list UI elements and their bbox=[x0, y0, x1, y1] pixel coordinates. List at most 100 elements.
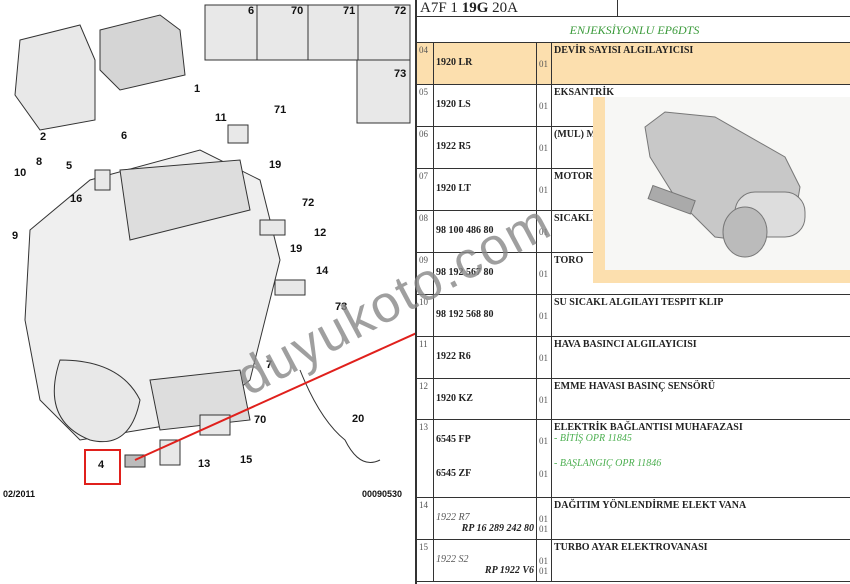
callout-label[interactable]: 2 bbox=[40, 131, 47, 143]
section-title: ENJEKSİYONLU EP6DTS bbox=[417, 18, 850, 43]
part-description: TORO bbox=[554, 255, 584, 266]
desc-cell: MOTOR bbox=[552, 169, 850, 210]
item-number: 14 bbox=[417, 498, 434, 539]
part-description: HAVA BASINCI ALGILAYICISI bbox=[554, 339, 697, 350]
callout-label[interactable]: 7 bbox=[266, 359, 273, 371]
part-number[interactable]: 1920 KZ bbox=[436, 393, 473, 404]
part-cell: 98 100 486 80 bbox=[434, 211, 537, 252]
callout-label[interactable]: 12 bbox=[314, 227, 327, 239]
desc-cell: SU SICAKL ALGILAYI TESPIT KLIP bbox=[552, 295, 850, 336]
quantity: 01 bbox=[539, 514, 548, 524]
part-number[interactable]: 6545 FP bbox=[436, 434, 471, 445]
callout-label[interactable]: 6 bbox=[248, 5, 255, 17]
part-number[interactable]: 1922 R5 bbox=[436, 141, 471, 152]
callout-label[interactable]: 1 bbox=[194, 83, 201, 95]
qty-cell: 01 bbox=[537, 379, 552, 419]
callout-label[interactable]: 9 bbox=[12, 230, 19, 242]
diagram-date: 02/2011 bbox=[3, 489, 36, 499]
part-number[interactable]: RP 16 289 242 80 bbox=[461, 523, 534, 534]
callout-label[interactable]: 14 bbox=[316, 265, 329, 277]
callout-label[interactable]: 20 bbox=[352, 413, 365, 425]
part-number[interactable]: 1920 LR bbox=[436, 57, 473, 68]
qty-cell: 01 bbox=[537, 85, 552, 126]
quantity: 01 bbox=[539, 101, 548, 111]
qty-cell: 01 bbox=[537, 295, 552, 336]
desc-cell: DEVİR SAYISI ALGILAYICISI bbox=[552, 43, 850, 84]
part-description: MOTOR bbox=[554, 171, 593, 182]
desc-cell: ELEKTRİK BAĞLANTISI MUHAFAZASI- BİTİŞ OP… bbox=[552, 420, 850, 497]
callout-label[interactable]: 70 bbox=[254, 414, 267, 426]
part-cell: 1922 R6 bbox=[434, 337, 537, 378]
part-number[interactable]: 1920 LS bbox=[436, 99, 471, 110]
part-number[interactable]: 98 100 486 80 bbox=[436, 225, 494, 236]
part-description: SICAKLIK bbox=[554, 213, 605, 224]
callout-label[interactable]: 10 bbox=[14, 167, 27, 179]
desc-cell: TORO bbox=[552, 253, 850, 294]
part-number[interactable]: 98 192 567 80 bbox=[436, 267, 494, 278]
item-number: 09 bbox=[417, 253, 434, 294]
quantity: 01 bbox=[539, 227, 548, 237]
quantity: 01 bbox=[539, 566, 548, 576]
callout-label[interactable]: 13 bbox=[198, 458, 211, 470]
callout-label[interactable]: 19 bbox=[290, 243, 303, 255]
callout-label[interactable]: 19 bbox=[269, 159, 282, 171]
callout-label[interactable]: 72 bbox=[302, 197, 315, 209]
callout-label[interactable]: 72 bbox=[394, 5, 407, 17]
item-number: 13 bbox=[417, 420, 434, 497]
part-cell: 98 192 568 80 bbox=[434, 295, 537, 336]
part-cell: 1922 S2 RP 1922 V6 bbox=[434, 540, 537, 581]
part-description: DEVİR SAYISI ALGILAYICISI bbox=[554, 45, 694, 56]
code-b: 19G bbox=[461, 0, 489, 16]
part-description: TURBO AYAR ELEKTROVANASI bbox=[554, 542, 708, 553]
callout-label[interactable]: 6 bbox=[121, 130, 128, 142]
note: - BAŞLANGIÇ OPR 11846 bbox=[554, 458, 662, 469]
part-number[interactable]: 98 192 568 80 bbox=[436, 309, 494, 320]
callout-label[interactable]: 15 bbox=[240, 454, 253, 466]
callout-label[interactable]: 71 bbox=[343, 5, 356, 17]
callout-label[interactable]: 4 bbox=[98, 459, 105, 471]
part-cell: 1922 R5 bbox=[434, 127, 537, 168]
callout-label[interactable]: 73 bbox=[335, 301, 348, 313]
callout-label[interactable]: 11 bbox=[215, 112, 227, 124]
engine-drawing bbox=[14, 4, 415, 485]
part-number[interactable]: 1922 S2 bbox=[436, 554, 469, 565]
code-a: A7F 1 bbox=[420, 0, 462, 16]
quantity: 01 bbox=[539, 59, 548, 69]
desc-cell: DAĞITIM YÖNLENDİRME ELEKT VANA bbox=[552, 498, 850, 539]
part-number[interactable]: 1922 R6 bbox=[436, 351, 471, 362]
part-cell: 6545 FP 6545 ZF bbox=[434, 420, 537, 497]
part-number[interactable]: 1922 R7 bbox=[436, 512, 470, 523]
callout-label[interactable]: 16 bbox=[70, 193, 83, 205]
callout-label[interactable]: 73 bbox=[394, 68, 407, 80]
callout-label[interactable]: 70 bbox=[291, 5, 304, 17]
part-number[interactable]: 6545 ZF bbox=[436, 468, 472, 479]
part-description: ELEKTRİK BAĞLANTISI MUHAFAZASI bbox=[554, 422, 743, 433]
item-number: 06 bbox=[417, 127, 434, 168]
callout-label[interactable]: 71 bbox=[274, 104, 287, 116]
note: - BİTİŞ OPR 11845 bbox=[554, 433, 632, 444]
part-number[interactable]: RP 1922 V6 bbox=[484, 565, 534, 576]
quantity: 01 bbox=[539, 311, 548, 321]
callout-label[interactable]: 8 bbox=[36, 156, 43, 168]
callout-label[interactable]: 5 bbox=[66, 160, 73, 172]
quantity: 01 bbox=[539, 353, 548, 363]
part-number[interactable]: 1920 LT bbox=[436, 183, 471, 194]
qty-cell: 01 bbox=[537, 253, 552, 294]
part-preview-popup bbox=[593, 97, 850, 283]
quantity: 01 bbox=[539, 185, 548, 195]
part-cell: 1920 LT bbox=[434, 169, 537, 210]
desc-cell: TURBO AYAR ELEKTROVANASI bbox=[552, 540, 850, 581]
quantity: 01 bbox=[539, 469, 548, 479]
qty-cell: 01 bbox=[537, 337, 552, 378]
